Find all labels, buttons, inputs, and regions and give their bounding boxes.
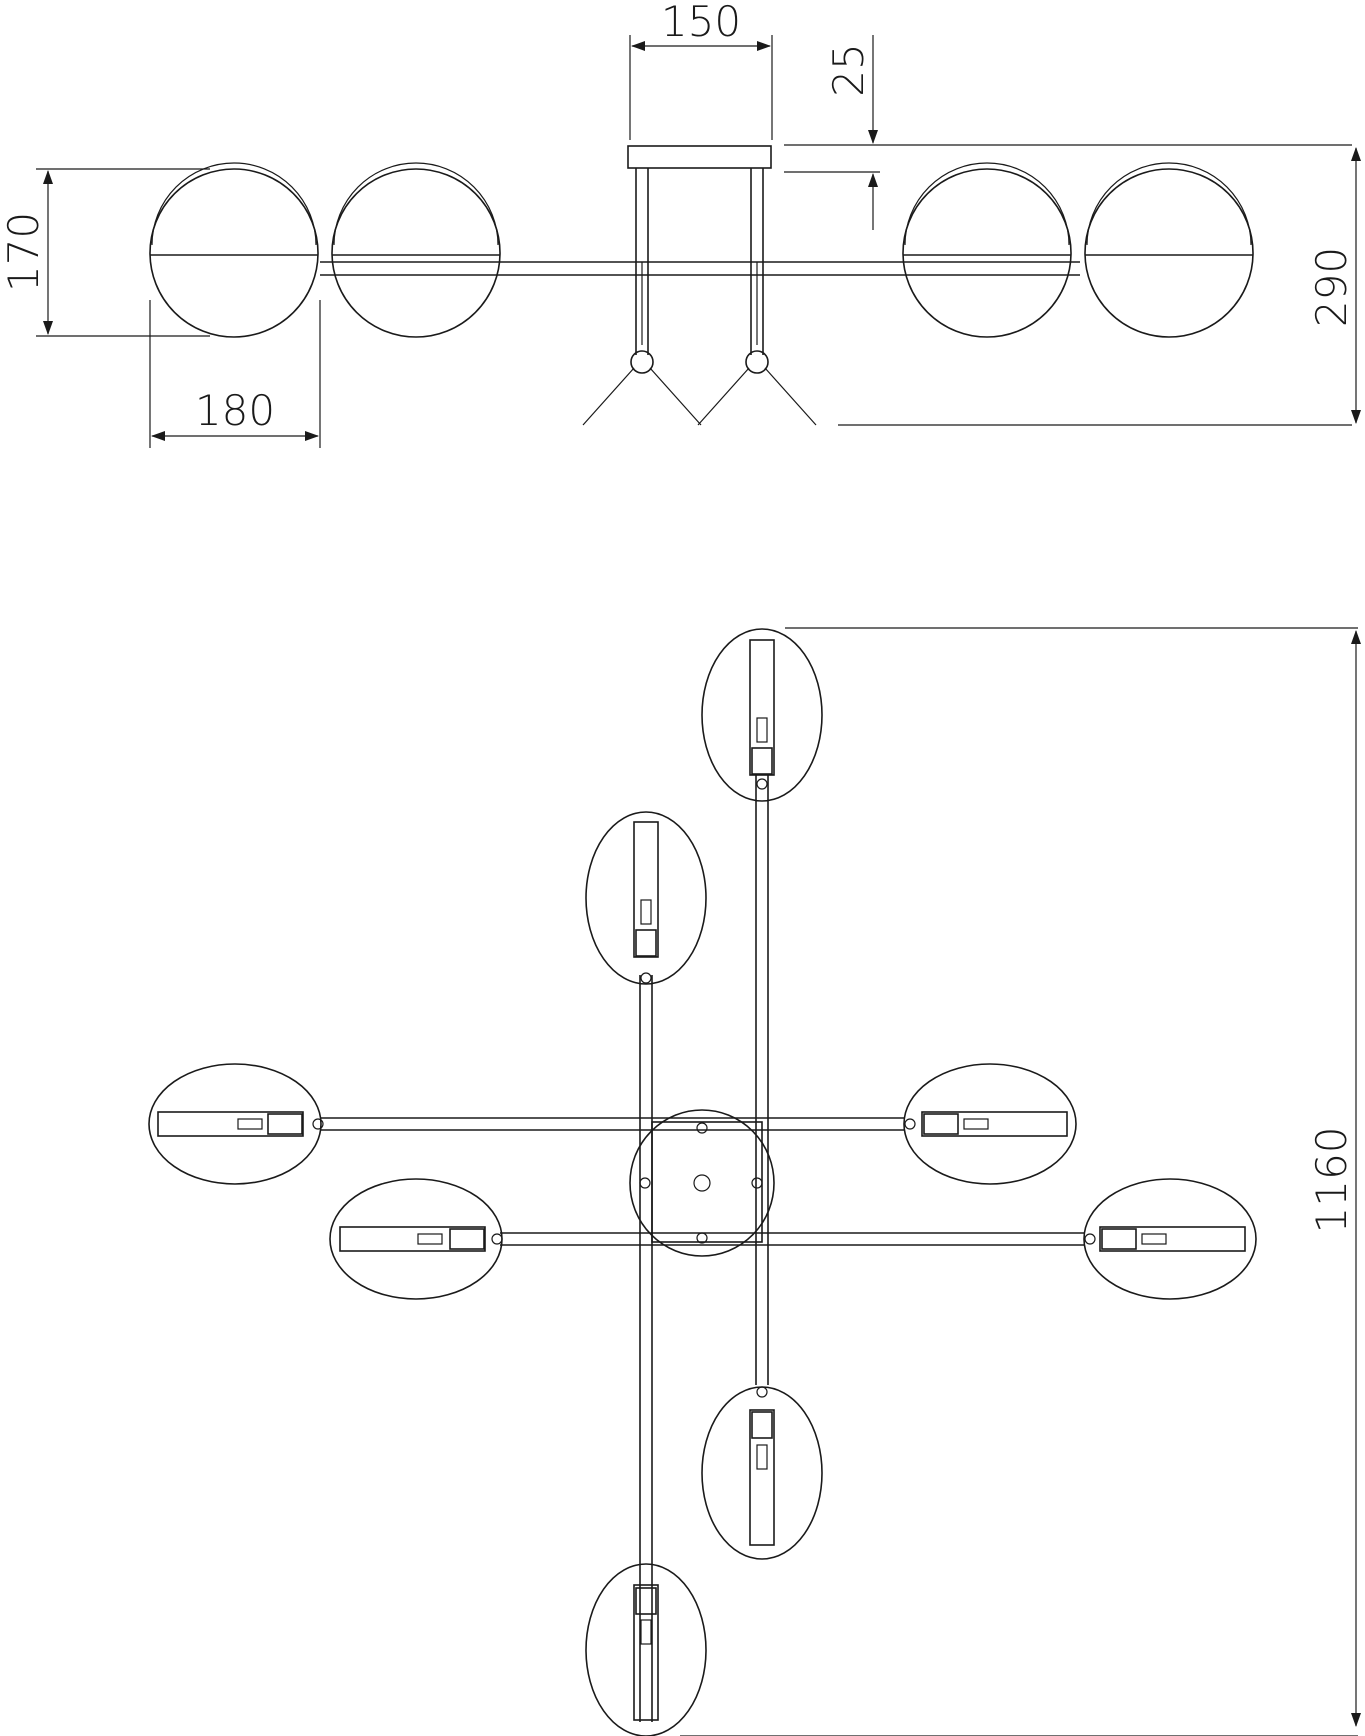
spot-head bbox=[745, 350, 769, 374]
spot-head bbox=[630, 350, 654, 374]
side-view: 150 25 170 180 290 bbox=[0, 0, 1361, 448]
dimension-shade-width: 180 bbox=[149, 300, 321, 448]
globe-shade bbox=[1084, 162, 1254, 338]
dimension-label: 150 bbox=[661, 0, 741, 46]
dimension-shade-height: 170 bbox=[0, 168, 210, 337]
dimension-total-height: 290 bbox=[838, 147, 1361, 426]
shade-oval bbox=[701, 628, 823, 802]
dimension-total-length: 1160 bbox=[680, 627, 1361, 1736]
dimension-label: 1160 bbox=[1307, 1127, 1356, 1234]
shade-oval bbox=[585, 1563, 707, 1736]
globe-shade bbox=[902, 162, 1072, 338]
shade-oval bbox=[701, 1386, 823, 1560]
dimension-canopy-height: 25 bbox=[784, 35, 1352, 230]
globe-shade bbox=[149, 162, 319, 338]
shade-oval bbox=[903, 1063, 1077, 1185]
dimension-canopy-width: 150 bbox=[629, 0, 773, 140]
top-view: 1160 bbox=[148, 627, 1361, 1736]
globe-shade bbox=[331, 162, 501, 338]
dimension-label: 180 bbox=[195, 386, 275, 435]
dimension-label: 290 bbox=[1307, 247, 1356, 327]
shade-oval bbox=[148, 1063, 324, 1185]
dimension-label: 25 bbox=[824, 43, 873, 96]
dimension-label: 170 bbox=[0, 212, 48, 292]
shade-oval bbox=[1083, 1178, 1257, 1300]
canopy bbox=[627, 145, 772, 169]
shade-oval bbox=[329, 1178, 503, 1300]
canopy-disc bbox=[629, 1109, 775, 1257]
shade-oval bbox=[585, 811, 707, 985]
